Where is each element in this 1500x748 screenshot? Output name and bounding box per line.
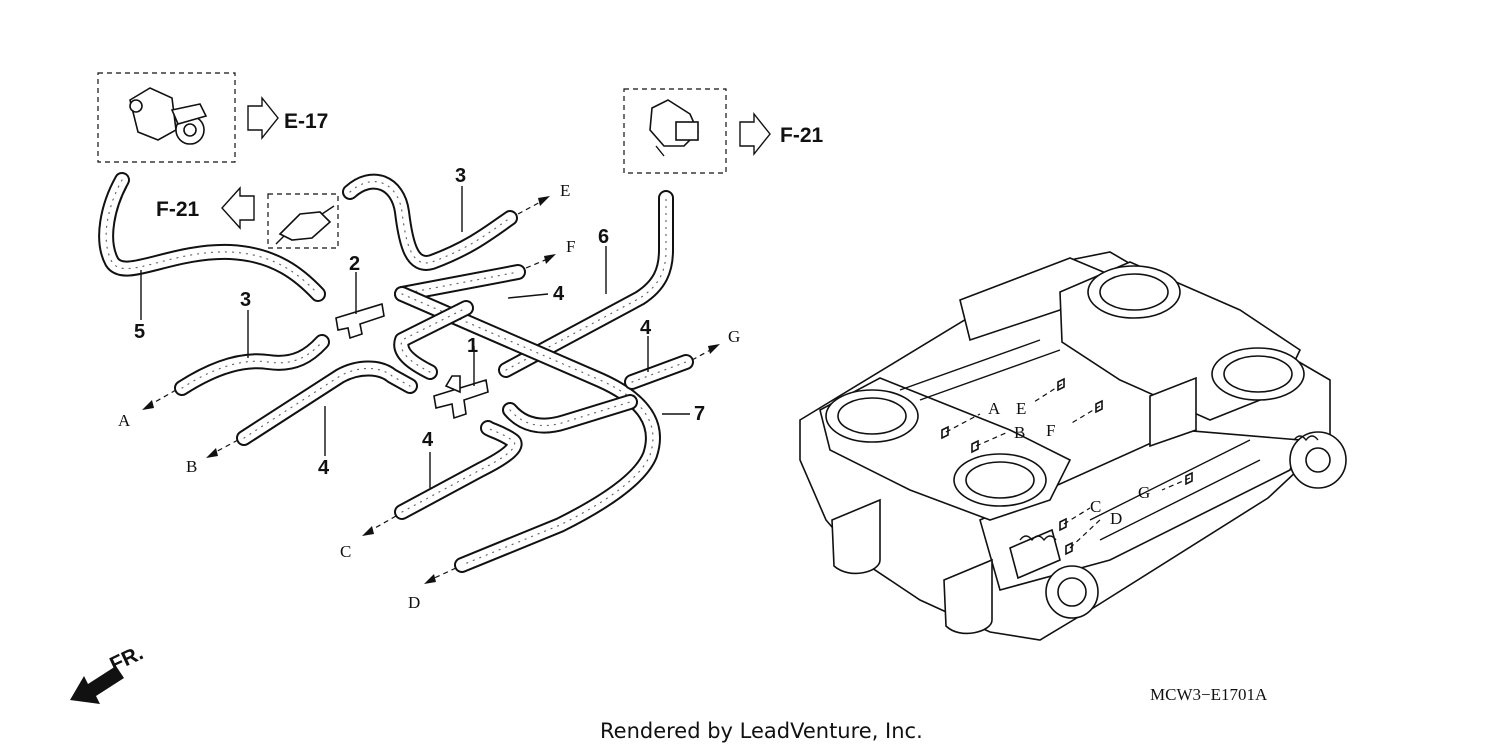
part-number-3-lower: 3 <box>240 289 251 311</box>
hose-4-to-f[interactable] <box>394 264 526 302</box>
letter-b: B <box>186 457 197 476</box>
part-number-7: 7 <box>694 403 705 425</box>
ref-label-f21-left: F-21 <box>156 198 200 221</box>
hose-5[interactable] <box>98 172 326 302</box>
diagram-code: MCW3−E1701A <box>1150 685 1268 704</box>
hose-letters: A B C D E F G <box>118 181 740 612</box>
arrow-right-icon <box>247 96 279 140</box>
letter-e: E <box>560 181 570 200</box>
body-letter-e: E <box>1016 399 1026 418</box>
hose-4-to-g[interactable] <box>624 354 694 390</box>
regulator-part-icon <box>129 87 208 145</box>
flow-arrows <box>142 196 720 584</box>
hose-4-centre[interactable] <box>393 300 474 380</box>
part-number-4-upper: 4 <box>553 283 565 305</box>
throttle-body-assembly[interactable]: A E B F G C D <box>799 251 1347 641</box>
letter-a: A <box>118 411 131 430</box>
ref-label-f21-right: F-21 <box>780 124 824 147</box>
hose-3-lower[interactable] <box>174 334 330 396</box>
part-number-4-lower-left: 4 <box>318 457 330 479</box>
body-letter-b: B <box>1014 423 1025 442</box>
tee-joint-1[interactable] <box>433 375 489 420</box>
throttle-bore-4 <box>1211 347 1305 401</box>
hose-6[interactable] <box>498 190 674 378</box>
part-number-2: 2 <box>349 253 360 275</box>
letter-c: C <box>340 542 351 561</box>
filter-part-icon <box>275 205 335 245</box>
footer-credit: Rendered by LeadVenture, Inc. <box>600 719 923 743</box>
hose-group <box>98 172 694 573</box>
tee-joint-2[interactable] <box>335 302 385 340</box>
part-number-1: 1 <box>467 335 478 357</box>
letter-f: F <box>566 237 575 256</box>
part-number-4-lower: 4 <box>422 429 434 451</box>
sensor-part-icon <box>649 99 699 157</box>
arrow-right-icon <box>739 112 771 156</box>
part-numbers: 5 3 2 3 4 6 4 1 7 4 4 <box>134 165 705 479</box>
letter-g: G <box>728 327 740 346</box>
body-letter-f: F <box>1046 421 1055 440</box>
part-number-4-right: 4 <box>640 317 652 339</box>
part-number-6: 6 <box>598 226 609 248</box>
throttle-bore-2 <box>953 453 1047 507</box>
leader-lines <box>140 186 690 488</box>
hose-4-to-c[interactable] <box>394 420 523 520</box>
arrow-left-icon <box>221 186 255 230</box>
ref-box-e17[interactable]: E-17 <box>97 72 328 163</box>
letter-d: D <box>408 593 420 612</box>
ref-box-f21-left[interactable]: F-21 <box>156 186 339 249</box>
front-arrow-icon <box>70 666 124 704</box>
body-letter-a: A <box>988 399 1001 418</box>
ref-box-f21-right[interactable]: F-21 <box>623 88 824 174</box>
front-direction-indicator: FR. <box>70 641 147 704</box>
part-number-3-upper: 3 <box>455 165 466 187</box>
part-number-5: 5 <box>134 321 145 343</box>
ref-label-e17: E-17 <box>284 110 328 133</box>
throttle-bore-3 <box>1087 265 1181 319</box>
throttle-bore-1 <box>825 389 919 443</box>
body-letter-c: C <box>1090 497 1101 516</box>
hose-4-right[interactable] <box>502 394 638 434</box>
hose-3-upper[interactable] <box>342 173 518 271</box>
body-letter-d: D <box>1110 509 1122 528</box>
hose-4-to-b[interactable] <box>236 360 418 446</box>
body-letter-g: G <box>1138 483 1150 502</box>
